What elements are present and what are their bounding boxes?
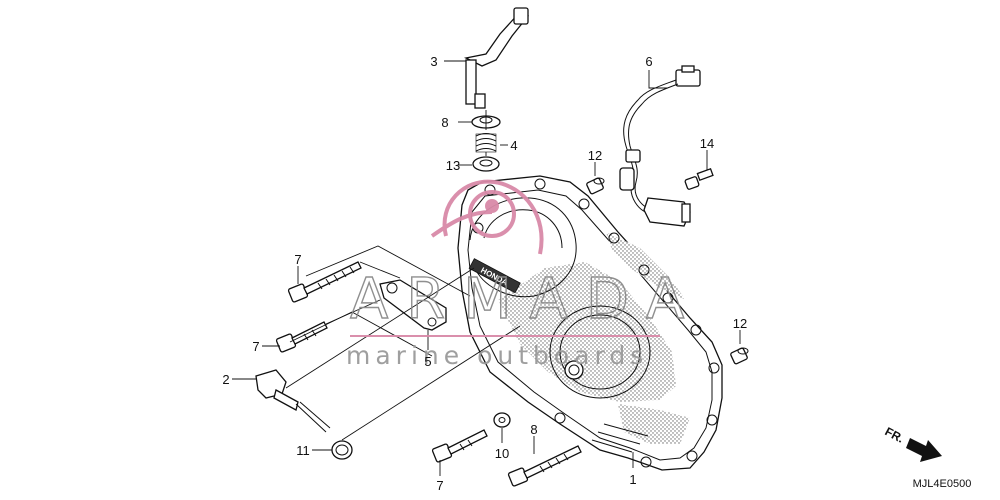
part-3-shift-lever-shaft bbox=[464, 7, 530, 109]
callout-7-lower: 7 bbox=[436, 478, 443, 493]
right-crankcase-cover: HONDA bbox=[457, 175, 723, 471]
part-7-bolt-upper bbox=[275, 321, 328, 353]
callout-5: 5 bbox=[424, 354, 431, 369]
part-7-bolt-lower bbox=[431, 429, 488, 463]
callout-3: 3 bbox=[430, 54, 437, 69]
watermark-brand: ARMADA bbox=[350, 267, 702, 332]
part-14-bolt bbox=[684, 167, 714, 190]
callout-1: 1 bbox=[629, 472, 636, 487]
callout-12-upper: 12 bbox=[588, 148, 602, 163]
callout-14: 14 bbox=[700, 136, 714, 151]
callout-2: 2 bbox=[222, 372, 229, 387]
part-8-bolt-upper bbox=[287, 261, 362, 303]
callout-6: 6 bbox=[645, 54, 652, 69]
callout-10: 8 bbox=[441, 115, 448, 130]
callout-leaders bbox=[232, 60, 741, 476]
part-6-sensor-harness bbox=[619, 65, 701, 227]
part-12-dowel-pin-upper bbox=[586, 177, 605, 195]
part-5-bracket bbox=[379, 279, 447, 331]
part-13-seal bbox=[472, 156, 500, 172]
front-direction-indicator: FR. bbox=[883, 424, 942, 462]
part-11-o-ring bbox=[331, 440, 353, 460]
callout-12-lower: 12 bbox=[733, 316, 747, 331]
callout-9: 10 bbox=[495, 446, 509, 461]
callout-7-upper: 7 bbox=[252, 339, 259, 354]
part-12-dowel-pin-lower bbox=[730, 347, 749, 365]
callout-8-lower: 8 bbox=[530, 422, 537, 437]
callout-8-upper: 7 bbox=[294, 252, 301, 267]
part-2-oil-level-gauge bbox=[255, 369, 331, 433]
part-9-washer bbox=[493, 412, 511, 428]
callout-13: 13 bbox=[446, 158, 460, 173]
callout-11: 11 bbox=[296, 443, 310, 458]
watermark-logo-icon bbox=[430, 179, 544, 255]
callout-labels: 3 6 8 4 13 12 14 7 7 2 5 12 11 10 8 7 1 bbox=[222, 54, 747, 493]
front-direction-arrow-icon bbox=[906, 438, 942, 462]
watermark: ARMADA marine outboards bbox=[346, 179, 702, 370]
assembly-guide-lines bbox=[285, 110, 521, 441]
callout-4: 4 bbox=[510, 138, 517, 153]
front-direction-label: FR. bbox=[883, 424, 907, 445]
part-8-bolt-lower bbox=[507, 445, 582, 487]
part-4-spring bbox=[475, 133, 497, 153]
watermark-tagline: marine outboards bbox=[346, 341, 648, 370]
diagram-code: MJL4E0500 bbox=[913, 478, 972, 490]
